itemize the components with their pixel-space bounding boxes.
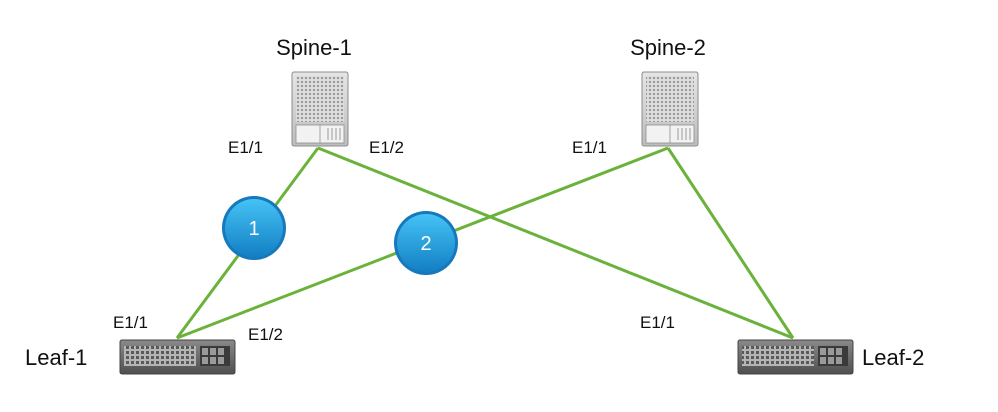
leaf1-port-e11-label: E1/1	[113, 313, 148, 332]
leaf2-device[interactable]	[737, 339, 854, 375]
leaf2-port-e11-label: E1/1	[640, 313, 675, 332]
spine1-port-e11-label: E1/1	[228, 138, 263, 157]
link-spine1-leaf2	[317, 146, 794, 340]
link-badge-2-label: 2	[420, 233, 431, 255]
leaf2-name: Leaf-2	[862, 345, 924, 370]
spine2-port-e11-label: E1/1	[572, 138, 607, 157]
link-badge-1-label: 1	[248, 218, 259, 240]
spine1-device[interactable]	[291, 71, 349, 147]
spine1-port-e12-label: E1/2	[369, 138, 404, 157]
leaf1-name: Leaf-1	[25, 345, 87, 370]
spine2-name: Spine-2	[630, 35, 706, 60]
leaf1-device[interactable]	[119, 339, 236, 375]
link-badge-2[interactable]: 2	[394, 211, 458, 275]
spine1-name: Spine-1	[276, 35, 352, 60]
leaf1-port-e12-label: E1/2	[248, 325, 283, 344]
spine2-device[interactable]	[641, 71, 699, 147]
link-badge-1[interactable]: 1	[222, 196, 286, 260]
link-spine2-leaf2	[666, 147, 795, 339]
